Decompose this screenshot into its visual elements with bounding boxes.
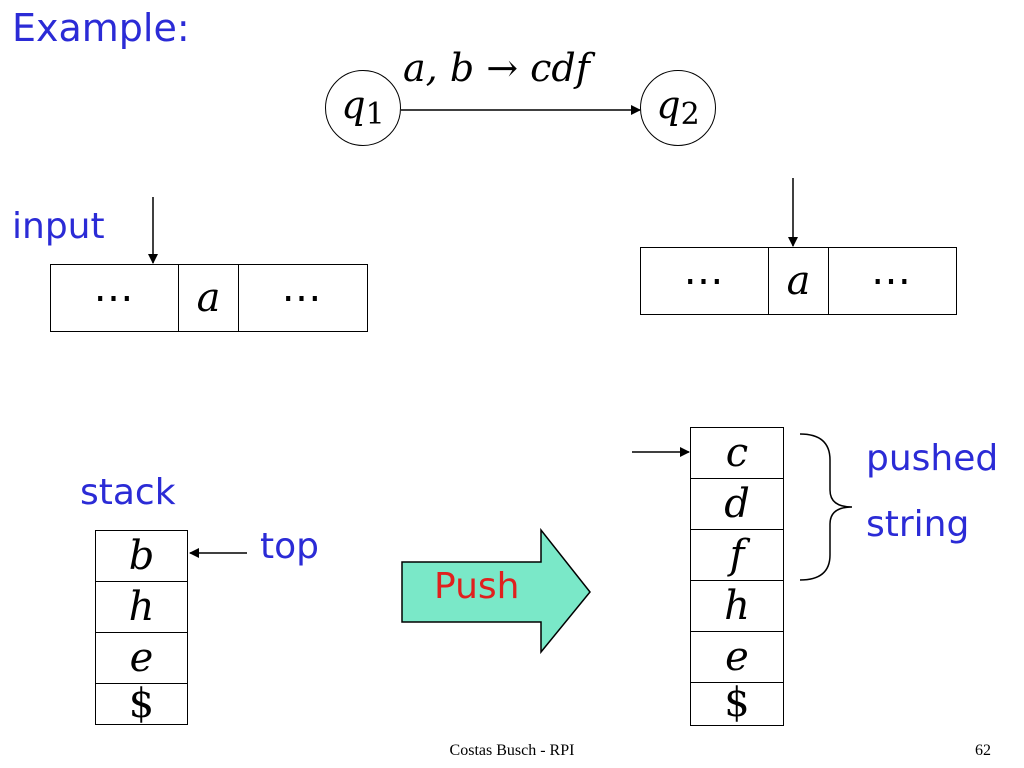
- input-label: input: [12, 206, 105, 247]
- slide-title: Example:: [12, 6, 190, 50]
- stack-cell: e: [96, 633, 187, 684]
- pushed-string-brace: [799, 433, 853, 581]
- input-tape-before: ⋯ a ⋯: [50, 264, 368, 332]
- string-label: string: [866, 504, 970, 545]
- tape-cell: ⋯: [51, 265, 179, 331]
- stack-before: b h e $: [95, 530, 188, 727]
- tape-cell: ⋯: [281, 275, 324, 321]
- tape-cell: a: [179, 265, 239, 331]
- stack-cell: h: [96, 582, 187, 633]
- push-label: Push: [434, 566, 520, 607]
- state-q2-sub: 2: [680, 97, 700, 132]
- stack-cell: f: [691, 530, 783, 581]
- stack-cell: c: [691, 428, 783, 479]
- input-tape-after: ⋯ a ⋯: [640, 247, 957, 315]
- state-q1: q1: [325, 70, 401, 146]
- stack-label: stack: [80, 472, 176, 513]
- stack-cell: e: [691, 632, 783, 683]
- state-q1-name: q: [341, 83, 366, 127]
- tape-cell: ⋯: [871, 258, 913, 304]
- pushed-label: pushed: [866, 438, 999, 479]
- stack-cell: d: [691, 479, 783, 530]
- stack-cell: b: [96, 531, 187, 582]
- transition-label: a, b → cdf: [403, 46, 590, 90]
- tape-cell: a: [769, 248, 829, 314]
- footer-credit: Costas Busch - RPI: [449, 742, 575, 759]
- page-number: 62: [975, 742, 991, 759]
- state-q2: q2: [640, 70, 716, 146]
- tape-cell: ⋯: [641, 248, 769, 314]
- top-label: top: [260, 526, 319, 567]
- state-q2-name: q: [656, 83, 681, 127]
- stack-cell: $: [724, 680, 750, 726]
- stack-cell: h: [691, 581, 783, 632]
- stack-cell: $: [128, 681, 155, 727]
- stack-after: c d f h e $: [690, 427, 784, 726]
- state-q1-sub: 1: [365, 97, 385, 132]
